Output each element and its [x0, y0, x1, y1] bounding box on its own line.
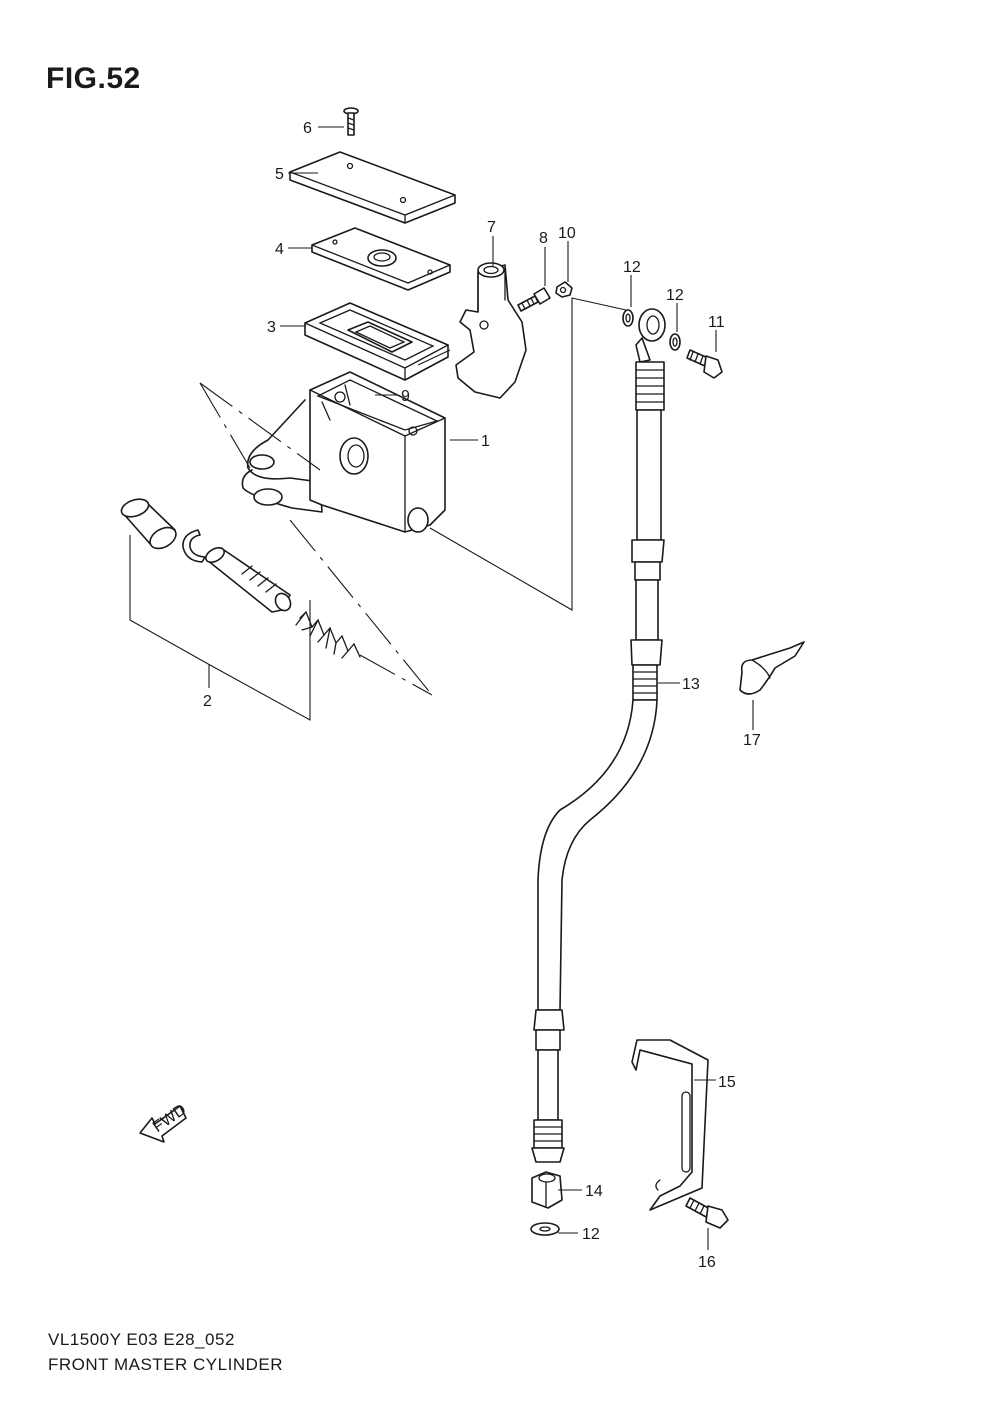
- callout-11: 11: [708, 314, 725, 331]
- callout-labels: 1 2 3 4 5 6 7 8 9 10 11 12 12 12 13 14 1…: [203, 120, 761, 1271]
- part-6-screw: [343, 107, 359, 136]
- assembly-dash-lines: [199, 349, 451, 696]
- callout-4: 4: [275, 241, 284, 258]
- callout-10: 10: [558, 225, 576, 242]
- part-12-washer-lower: [530, 1222, 560, 1236]
- callout-12-upper-right: 12: [666, 287, 684, 304]
- part-3-diaphragm: [304, 302, 449, 381]
- callout-12-lower: 12: [582, 1226, 600, 1243]
- caption-model-code: VL1500Y E03 E28_052: [48, 1330, 235, 1349]
- callout-9: 9: [401, 388, 410, 405]
- part-2-piston-kit: [120, 498, 361, 659]
- callout-8: 8: [539, 230, 548, 247]
- callout-3: 3: [267, 319, 276, 336]
- part-14-union-nut: [531, 1171, 563, 1209]
- callout-7: 7: [487, 219, 496, 236]
- part-8-bolt: [517, 287, 551, 312]
- callout-5: 5: [275, 166, 284, 183]
- part-11-banjo-bolt: [686, 349, 723, 379]
- figure-title: FIG.52: [46, 62, 141, 95]
- callout-16: 16: [698, 1254, 716, 1271]
- part-12-washer-upper-right: [669, 333, 681, 351]
- callout-2: 2: [203, 693, 212, 710]
- callout-1: 1: [481, 433, 490, 450]
- fwd-arrow-icon: FWD: [139, 1101, 190, 1143]
- callout-15: 15: [718, 1074, 736, 1091]
- callout-13: 13: [682, 676, 700, 693]
- part-10-nut: [555, 281, 573, 298]
- callout-12-upper-left: 12: [623, 259, 641, 276]
- leader-lines: [129, 126, 754, 1250]
- callout-17: 17: [743, 732, 761, 749]
- part-13-brake-hose: [531, 308, 666, 1163]
- callout-14: 14: [585, 1183, 603, 1200]
- part-15-hose-bracket: [631, 1039, 709, 1211]
- caption-figure-name: FRONT MASTER CYLINDER: [48, 1355, 283, 1374]
- part-5-reservoir-cap: [289, 151, 456, 224]
- callout-6: 6: [303, 120, 312, 137]
- part-12-washer-upper-left: [622, 309, 634, 327]
- part-16-bolt: [685, 1197, 729, 1229]
- part-1-master-cylinder-body: [241, 371, 446, 533]
- part-4-plate: [311, 227, 451, 291]
- part-7-lever-bracket: [455, 262, 527, 399]
- part-17-clamp: [739, 641, 805, 695]
